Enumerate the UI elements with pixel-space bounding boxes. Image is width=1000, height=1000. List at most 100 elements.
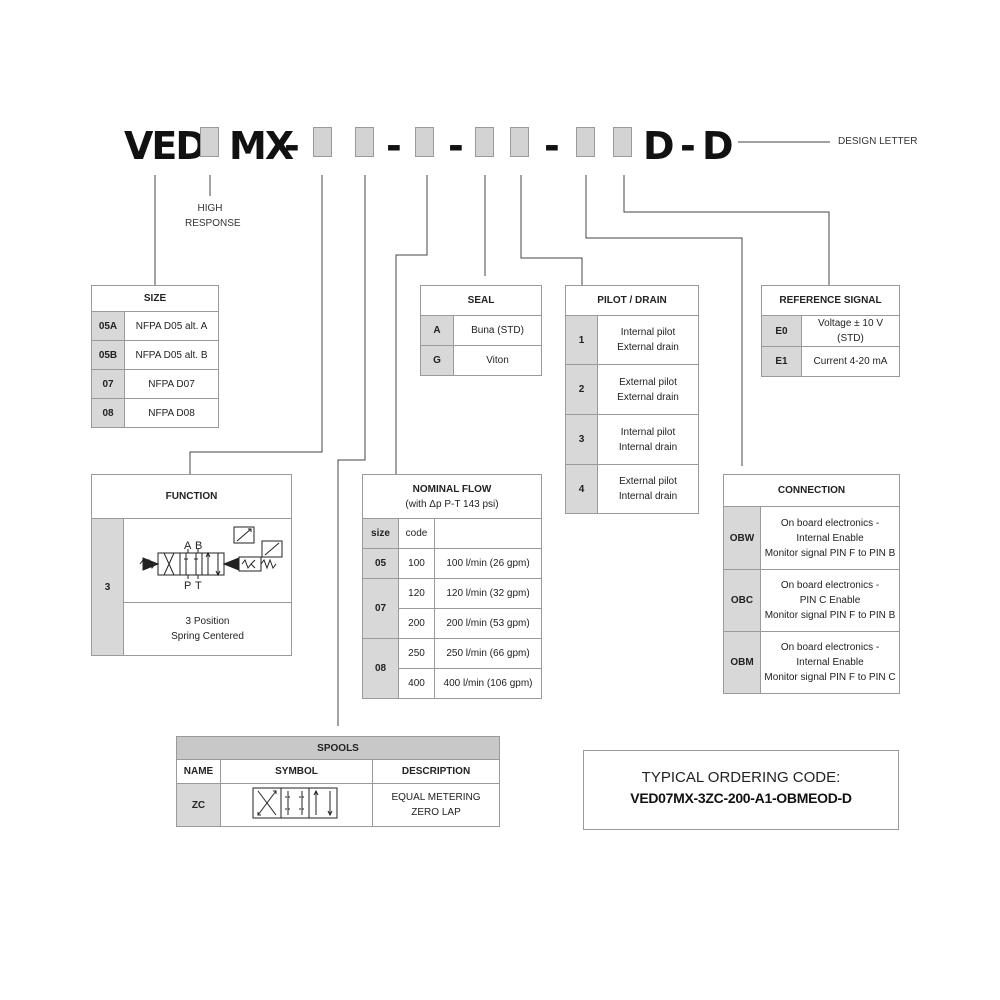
reference-desc: Current 4-20 mA [800, 346, 901, 377]
typical-label: TYPICAL ORDERING CODE: [641, 769, 841, 786]
reference-code: E0 [761, 315, 802, 347]
connection-line2: Internal Enable [796, 657, 864, 668]
connection-line3: Monitor signal PIN F to PIN B [764, 547, 896, 559]
flow-code: 200 [398, 608, 435, 639]
spools-col-symbol: SYMBOL [220, 759, 373, 784]
pilot-line1: Internal pilot [620, 426, 676, 438]
flow-col-size: size [362, 518, 399, 549]
flow-code: 400 [398, 668, 435, 699]
flow-code: 120 [398, 578, 435, 609]
seal-desc: Viton [452, 345, 543, 376]
function-symbol-cell: A B P T [122, 518, 293, 603]
slot-function [415, 127, 434, 157]
code-mx: MX [229, 124, 294, 168]
pilot-code: 4 [565, 464, 598, 514]
size-desc: NFPA D05 alt. A [123, 311, 220, 341]
flow-size: 08 [362, 638, 399, 699]
pilot-line1: External pilot [619, 376, 677, 388]
high-response-line2: RESPONSE [185, 218, 241, 229]
slot-reference [613, 127, 632, 157]
slot-seal [475, 127, 494, 157]
code-d-2: D [702, 124, 734, 168]
flow-header: NOMINAL FLOW (with Δp P-T 143 psi) [361, 474, 543, 519]
code-dash-1: - [284, 124, 300, 168]
code-dash-4: - [544, 124, 560, 168]
size-code: 07 [91, 369, 125, 399]
spool-symbol-cell [220, 783, 373, 827]
port-t-label: T [195, 580, 202, 592]
pilot-line1: External pilot [619, 476, 677, 487]
flow-size: 05 [362, 548, 399, 579]
function-desc-line1: 3 Position [185, 616, 230, 627]
spool-name: ZC [176, 783, 221, 827]
slot-high-response [200, 127, 219, 157]
connection-code: OBC [723, 569, 761, 632]
valve-symbol-icon: A B P T [139, 526, 282, 592]
port-p-label: P [184, 580, 191, 592]
seal-code: A [420, 315, 454, 346]
code-dash-5: - [680, 124, 696, 168]
connection-line3: Monitor signal PIN F to PIN C [764, 672, 896, 683]
function-desc-line2: Spring Centered [171, 631, 244, 642]
typical-code: VED07MX-3ZC-200-A1-OBMEOD-D [630, 790, 852, 806]
seal-title: SEAL [419, 285, 543, 316]
connection-line2: Internal Enable [796, 532, 864, 544]
size-desc: NFPA D08 [123, 398, 220, 428]
connection-line1: On board electronics - [780, 517, 880, 529]
design-letter-label: DESIGN LETTER [838, 136, 918, 147]
leader-spools [337, 175, 366, 726]
spool-zc-symbol-icon [252, 787, 337, 818]
seal-desc: Buna (STD) [452, 315, 543, 346]
pilot-line2: External drain [617, 391, 679, 403]
high-response-label: HIGH RESPONSE [185, 201, 241, 231]
size-desc: NFPA D07 [123, 369, 220, 399]
spools-col-desc: DESCRIPTION [371, 759, 501, 784]
connection-line3: Monitor signal PIN F to PIN B [764, 610, 896, 621]
flow-desc: 200 l/min (53 gpm) [433, 608, 543, 639]
connection-code: OBW [723, 506, 761, 570]
spools-col-name: NAME [176, 759, 221, 784]
size-desc: NFPA D05 alt. B [123, 340, 220, 370]
function-title: FUNCTION [90, 474, 293, 519]
flow-code: 100 [398, 548, 435, 579]
pilot-title: PILOT / DRAIN [564, 285, 700, 316]
flow-desc: 250 l/min (66 gpm) [433, 638, 543, 669]
pilot-code: 1 [565, 315, 598, 365]
flow-col-desc [433, 518, 543, 549]
code-prefix: VED [124, 124, 207, 168]
slot-pilot [510, 127, 529, 157]
flow-desc: 400 l/min (106 gpm) [433, 668, 543, 699]
flow-title: NOMINAL FLOW [412, 483, 492, 495]
size-title: SIZE [90, 285, 220, 312]
flow-subtitle: (with Δp P-T 143 psi) [405, 498, 499, 510]
pilot-code: 2 [565, 364, 598, 415]
pilot-line2: External drain [617, 342, 679, 353]
connection-code: OBM [723, 631, 761, 694]
leader-pilot [520, 175, 583, 285]
slot-connection [576, 127, 595, 157]
code-dash-2: - [386, 124, 402, 168]
flow-desc: 100 l/min (26 gpm) [433, 548, 543, 579]
spool-desc-line1: EQUAL METERING [391, 792, 481, 803]
spool-desc: EQUAL METERING ZERO LAP [371, 783, 501, 827]
pilot-code: 3 [565, 414, 598, 465]
typical-ordering-code-box: TYPICAL ORDERING CODE: VED07MX-3ZC-200-A… [583, 750, 899, 830]
spool-desc-line2: ZERO LAP [411, 807, 461, 818]
leader-reference [623, 175, 830, 285]
slot-size-2 [355, 127, 374, 157]
size-code: 08 [91, 398, 125, 428]
seal-code: G [420, 345, 454, 376]
size-code: 05A [91, 311, 125, 341]
